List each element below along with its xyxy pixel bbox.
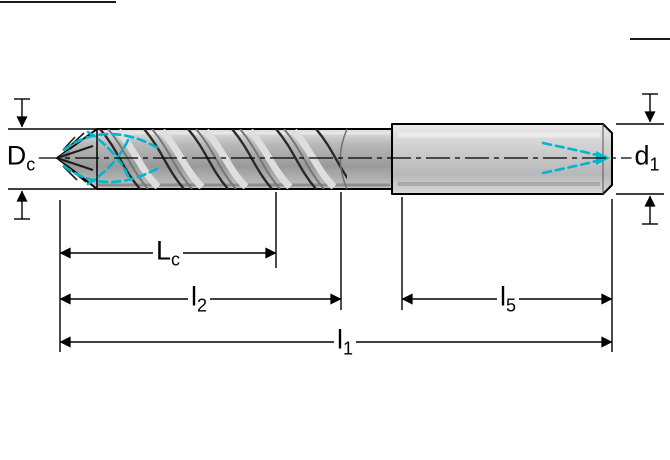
drill-bit bbox=[56, 123, 613, 195]
dimension-dc bbox=[8, 98, 99, 220]
dim-label-d1-sub: 1 bbox=[649, 154, 660, 175]
dim-label-lc: Lc bbox=[152, 235, 184, 270]
drill-point-facets bbox=[56, 132, 94, 183]
dim-label-d1-main: d bbox=[634, 140, 650, 171]
dim-label-l1: l1 bbox=[333, 326, 357, 359]
dimension-d1 bbox=[616, 93, 664, 225]
dim-label-dc: Dc bbox=[3, 140, 39, 175]
dim-label-l5-sub: 5 bbox=[505, 295, 517, 316]
dim-label-dc-main: D bbox=[6, 140, 27, 171]
dim-label-l5: l5 bbox=[496, 283, 520, 316]
dim-label-lc-main: L bbox=[155, 235, 172, 266]
coolant-helix-tip bbox=[62, 130, 160, 186]
dim-label-dc-sub: c bbox=[26, 154, 36, 175]
drill-flutes bbox=[99, 129, 347, 189]
dim-label-l2-sub: 2 bbox=[196, 295, 208, 316]
dim-label-d1: d1 bbox=[631, 140, 663, 175]
dim-label-l1-sub: 1 bbox=[342, 338, 354, 359]
flute-runout-line bbox=[339, 128, 348, 190]
dim-label-lc-sub: c bbox=[171, 249, 181, 270]
dim-label-l2: l2 bbox=[187, 283, 211, 316]
